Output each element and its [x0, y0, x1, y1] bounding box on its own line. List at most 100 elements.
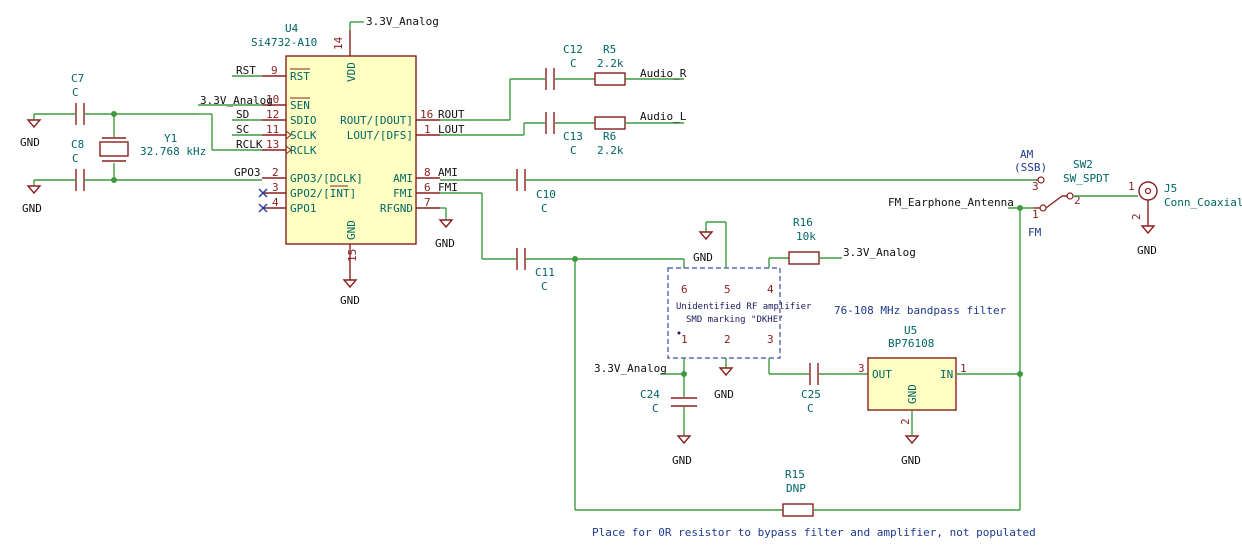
net-fmi: FMI: [438, 181, 458, 194]
svg-text:2: 2: [1074, 194, 1081, 207]
svg-text:SW_SPDT: SW_SPDT: [1063, 172, 1110, 185]
gnd-symbol-c7: GND: [20, 119, 42, 149]
svg-text:Conn_Coaxial: Conn_Coaxial: [1164, 196, 1242, 209]
u4-pin11-num: 11: [266, 123, 279, 136]
u4-pin8-num: 8: [424, 166, 431, 179]
svg-text:Y1: Y1: [164, 132, 177, 145]
svg-text:BP76108: BP76108: [888, 337, 934, 350]
svg-text:OUT: OUT: [872, 368, 892, 381]
u4-ref: U4: [285, 22, 299, 35]
u4-pin15-name: GND: [345, 220, 358, 240]
svg-text:2: 2: [1130, 213, 1143, 220]
u4-pin-gpo3: GPO3/[DCLK]: [290, 172, 363, 185]
gnd-symbol-c8: GND: [22, 185, 42, 215]
svg-text:2.2k: 2.2k: [597, 144, 624, 157]
u5-bandpass-filter[interactable]: 76-108 MHz bandpass filter U5 BP76108 OU…: [834, 304, 1007, 425]
connector-j5[interactable]: 1 J5 Conn_Coaxial 2: [1128, 180, 1242, 226]
net-c24-analog: 3.3V_Analog: [594, 362, 667, 375]
u4-pin-sen: SEN: [290, 99, 310, 112]
net-lout: LOUT: [438, 123, 465, 136]
svg-text:GND: GND: [906, 384, 919, 404]
net-rst: RST: [236, 64, 256, 77]
crystal-y1[interactable]: Y1 32.768 kHz: [99, 114, 206, 180]
svg-text:R16: R16: [793, 216, 813, 229]
svg-text:GND: GND: [1137, 244, 1157, 257]
svg-text:3: 3: [858, 362, 865, 375]
u4-pin-fmi: FMI: [393, 187, 413, 200]
svg-text:6: 6: [681, 283, 688, 296]
amp-line2: SMD marking "DKHE": [686, 315, 784, 325]
net-audio-r: Audio_R: [640, 67, 687, 80]
u4-pin-rclk: RCLK: [290, 144, 317, 157]
u4-pin16-num: 16: [420, 108, 433, 121]
cap-c7[interactable]: C7 C: [71, 72, 85, 125]
gnd-symbol-u5: GND: [901, 435, 921, 467]
sw2-am-sub: (SSB): [1014, 161, 1047, 174]
switch-sw2[interactable]: SW2 SW_SPDT 3 1 2: [1032, 158, 1110, 221]
cap-c10[interactable]: C10 C: [516, 169, 556, 215]
net-vdd-analog: 3.3V_Analog: [366, 15, 439, 28]
cap-c24[interactable]: C24 C: [640, 388, 697, 415]
sw2-am-label: AM: [1020, 148, 1034, 161]
svg-text:1: 1: [960, 362, 967, 375]
no-connect-gpo1: [258, 203, 268, 213]
svg-text:C8: C8: [71, 138, 84, 151]
cap-c25[interactable]: C25 C: [801, 363, 821, 415]
svg-text:C: C: [541, 280, 548, 293]
svg-text:GND: GND: [693, 251, 713, 264]
svg-text:U5: U5: [904, 324, 917, 337]
net-sen-analog: 3.3V_Analog: [200, 94, 273, 107]
u4-value: Si4732-A10: [251, 36, 317, 49]
gnd-symbol-amp5: GND: [693, 231, 714, 264]
cap-c8[interactable]: C8 C: [71, 138, 85, 191]
sw2-fm-label: FM: [1028, 226, 1042, 239]
u4-pin-gpo1: GPO1: [290, 202, 317, 215]
cap-c13[interactable]: C13 C: [545, 112, 583, 157]
cap-c11[interactable]: C11 C: [516, 248, 555, 293]
svg-text:C11: C11: [535, 266, 555, 279]
gnd-symbol-c24: GND: [672, 435, 692, 467]
svg-text:SW2: SW2: [1073, 158, 1093, 171]
svg-text:C25: C25: [801, 388, 821, 401]
filter-note: 76-108 MHz bandpass filter: [834, 304, 1007, 317]
u4-pin4-num: 4: [272, 196, 279, 209]
u4-pin1-num: 1: [424, 123, 431, 136]
svg-text:C: C: [72, 86, 79, 99]
resistor-r15[interactable]: R15 DNP: [782, 468, 814, 517]
svg-text:1: 1: [681, 333, 688, 346]
resistor-r16[interactable]: R16 10k: [788, 216, 820, 265]
svg-text:3: 3: [1032, 180, 1039, 193]
resistor-r5[interactable]: R5 2.2k: [594, 43, 626, 86]
svg-text:GND: GND: [20, 136, 40, 149]
svg-text:2: 2: [899, 418, 912, 425]
svg-text:C7: C7: [71, 72, 84, 85]
net-ami: AMI: [438, 166, 458, 179]
svg-text:1: 1: [1128, 180, 1135, 193]
svg-text:DNP: DNP: [786, 482, 806, 495]
net-rclk: RCLK: [236, 138, 263, 151]
u4-pin6-num: 6: [424, 181, 431, 194]
svg-text:C24: C24: [640, 388, 660, 401]
svg-text:2: 2: [724, 333, 731, 346]
rf-amplifier[interactable]: 6 5 4 Unidentified RF amplifier SMD mark…: [667, 267, 812, 359]
net-gpo3: GPO3: [234, 166, 261, 179]
u4-pin-sdio: SDIO: [290, 114, 317, 127]
svg-text:IN: IN: [940, 368, 953, 381]
svg-text:C: C: [570, 57, 577, 70]
no-connect-gpo2: [258, 188, 268, 198]
net-sc: SC: [236, 123, 249, 136]
cap-c12[interactable]: C12 C: [545, 43, 583, 90]
resistor-r6[interactable]: R6 2.2k: [594, 116, 626, 157]
svg-text:2.2k: 2.2k: [597, 57, 624, 70]
svg-text:3: 3: [767, 333, 774, 346]
svg-text:C10: C10: [536, 188, 556, 201]
svg-text:C13: C13: [563, 130, 583, 143]
u4-pin14-name: VDD: [345, 62, 358, 82]
svg-text:4: 4: [767, 283, 774, 296]
svg-text:32.768 kHz: 32.768 kHz: [140, 145, 206, 158]
u4-pin-rst: RST: [290, 70, 310, 83]
net-fm-antenna: FM_Earphone_Antenna: [888, 196, 1014, 209]
u4-ic[interactable]: U4 Si4732-A10 14 VDD 15 GND 9 10 12 11 1…: [251, 22, 440, 270]
svg-text:C12: C12: [563, 43, 583, 56]
